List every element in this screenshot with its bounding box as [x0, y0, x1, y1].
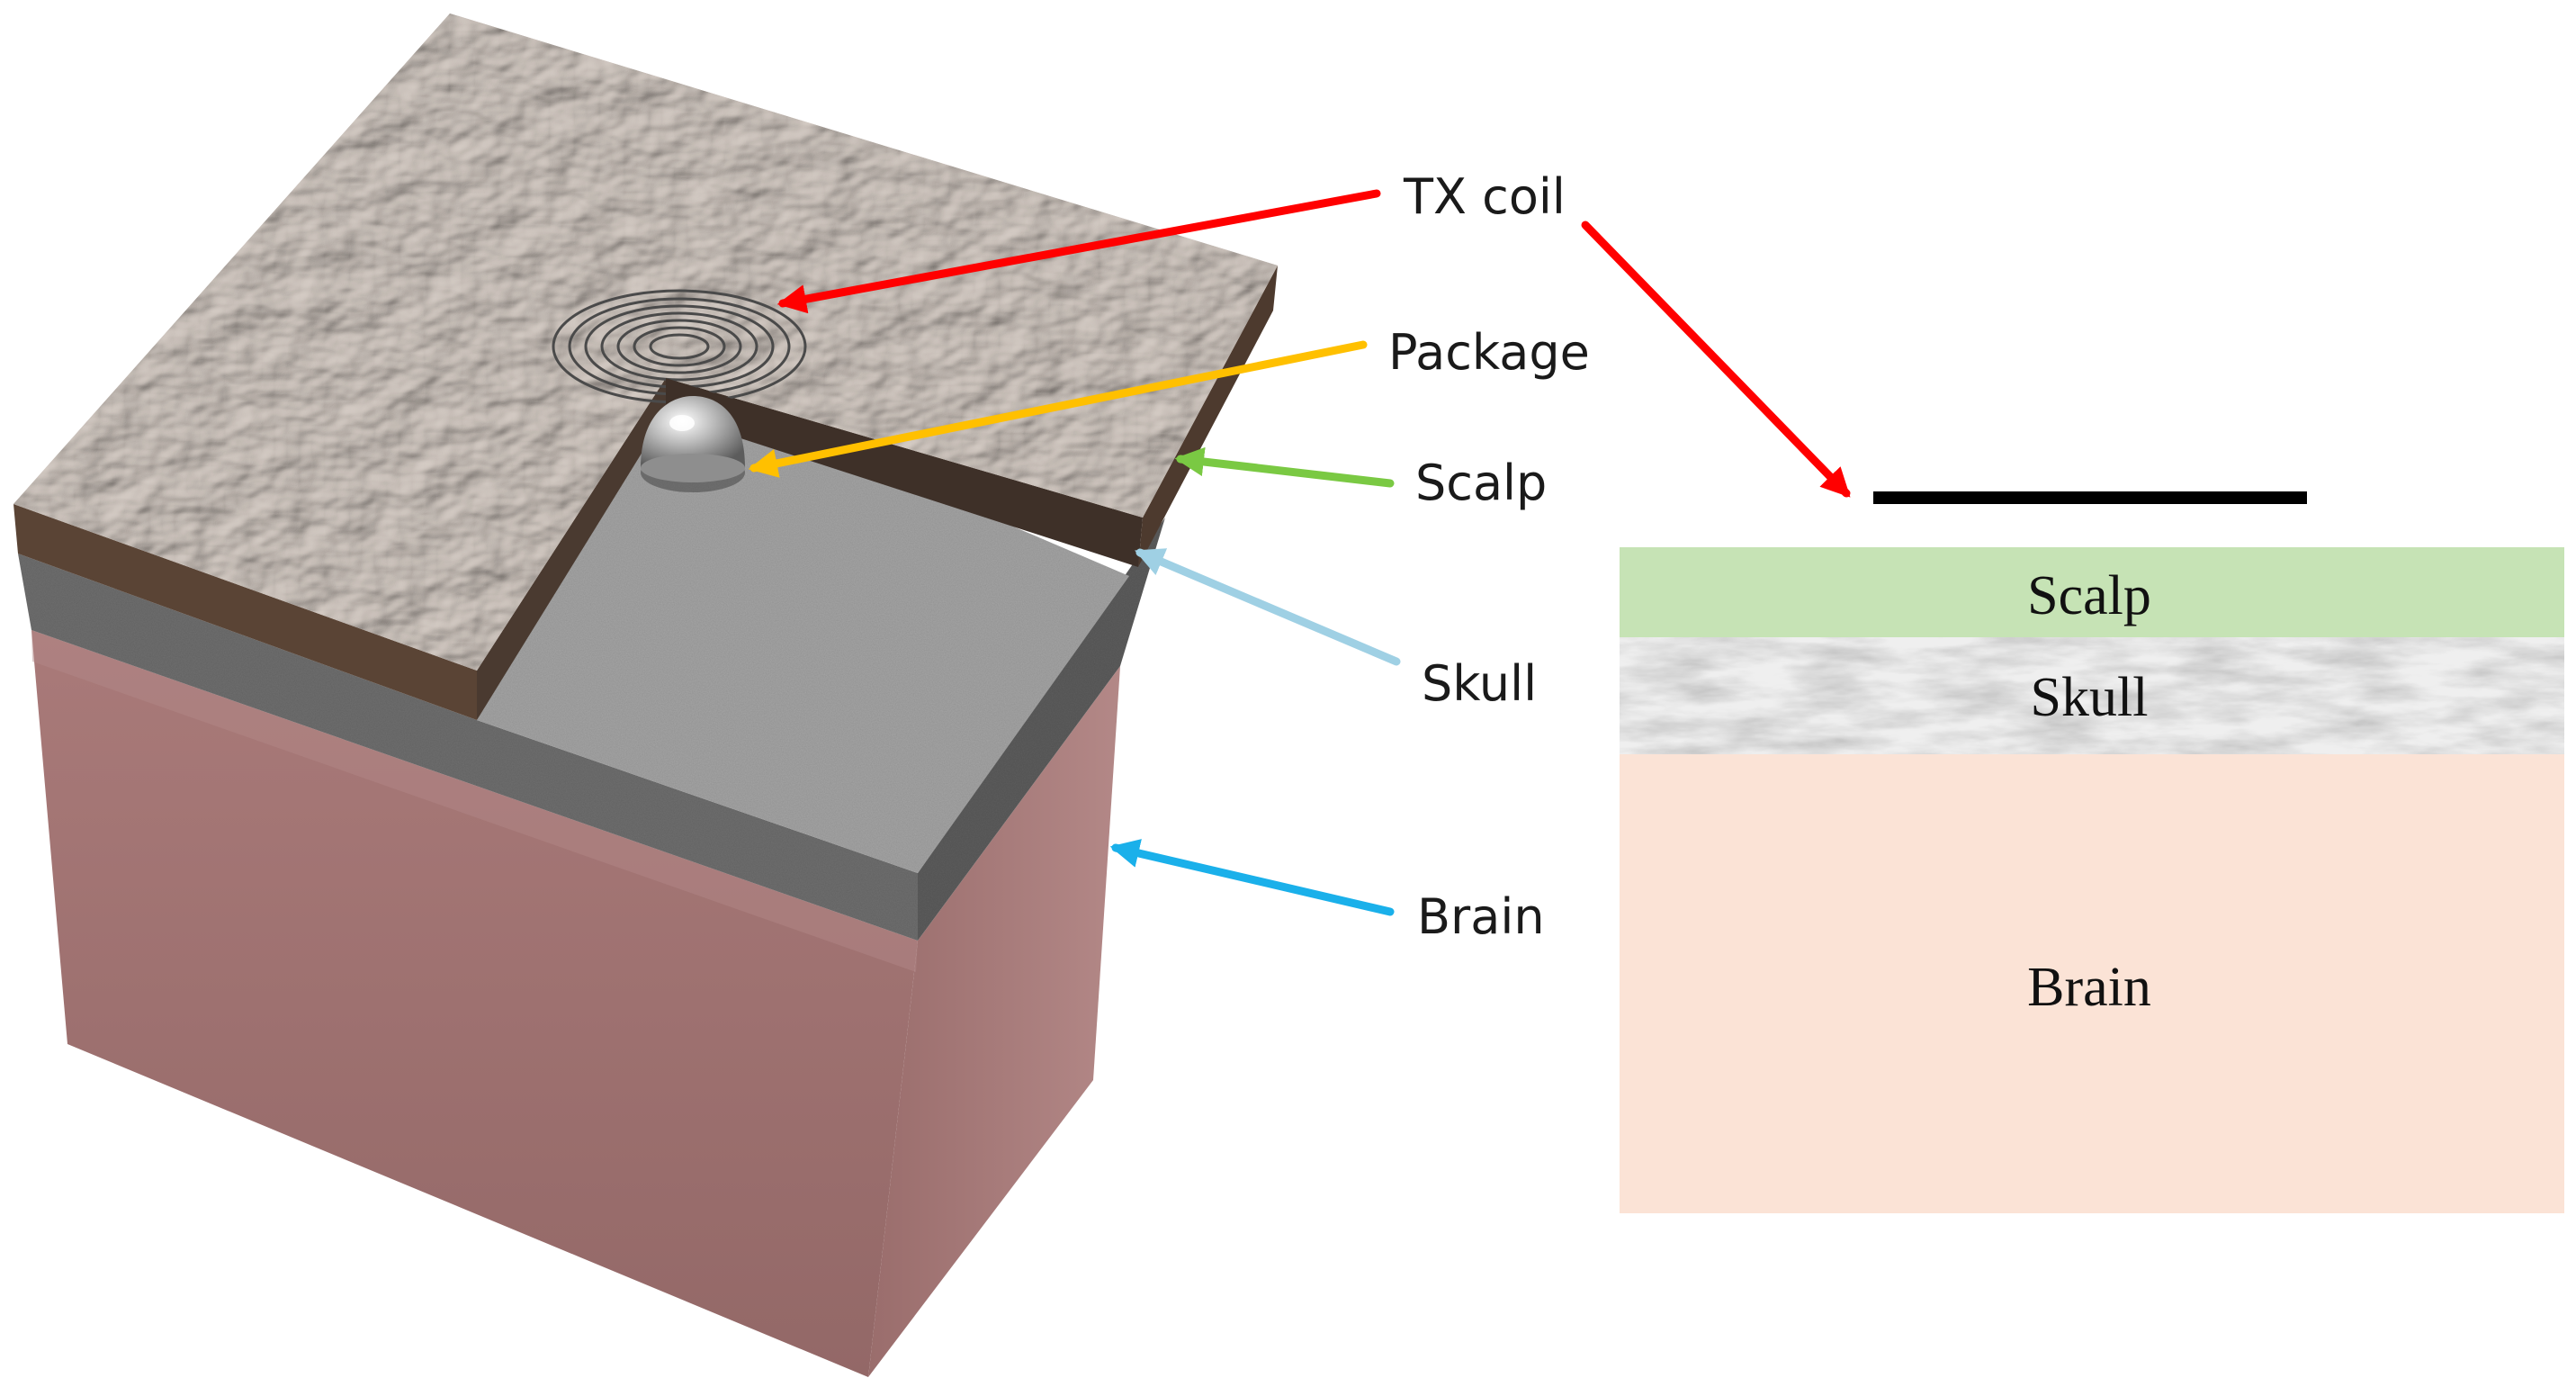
skull-arrow: [1135, 548, 1401, 666]
skull-layer-3d: [18, 518, 1165, 941]
brain-arrow: [1109, 839, 1395, 916]
scalp-layer-label: Scalp: [2027, 565, 2151, 626]
tx-coil-spiral: [552, 289, 807, 404]
scalp-top-surface: [13, 14, 1278, 671]
tx-coil-label: TX coil: [1403, 168, 1566, 225]
scalp-edges: [13, 266, 1278, 720]
tx-coil-to-diagram-arrow: [1581, 221, 1851, 498]
scalp-arrow: [1174, 446, 1395, 488]
tx-coil-arrow: [776, 189, 1381, 314]
skull-layer-label: Skull: [2031, 667, 2149, 728]
implant-package: [641, 396, 745, 492]
brain-label: Brain: [1417, 888, 1545, 945]
scalp-label: Scalp: [1415, 455, 1547, 511]
skull-layer-texture: [1620, 637, 2564, 754]
exposed-skull-surface: [477, 378, 1129, 873]
package-arrow: [748, 340, 1368, 478]
skull-label: Skull: [1422, 655, 1537, 712]
tx-coil-line: [1873, 491, 2307, 504]
package-label: Package: [1388, 324, 1590, 381]
brain-layer-label: Brain: [2027, 957, 2151, 1018]
brain-volume: [31, 630, 1120, 1377]
scalp-layer-band: [1620, 547, 2564, 637]
brain-layer-band: [1620, 754, 2564, 1213]
tissue-block-3d: [13, 14, 1278, 1377]
layer-cross-section-diagram: Scalp Skull Brain: [1620, 491, 2564, 1213]
callout-arrows: [748, 189, 1851, 916]
